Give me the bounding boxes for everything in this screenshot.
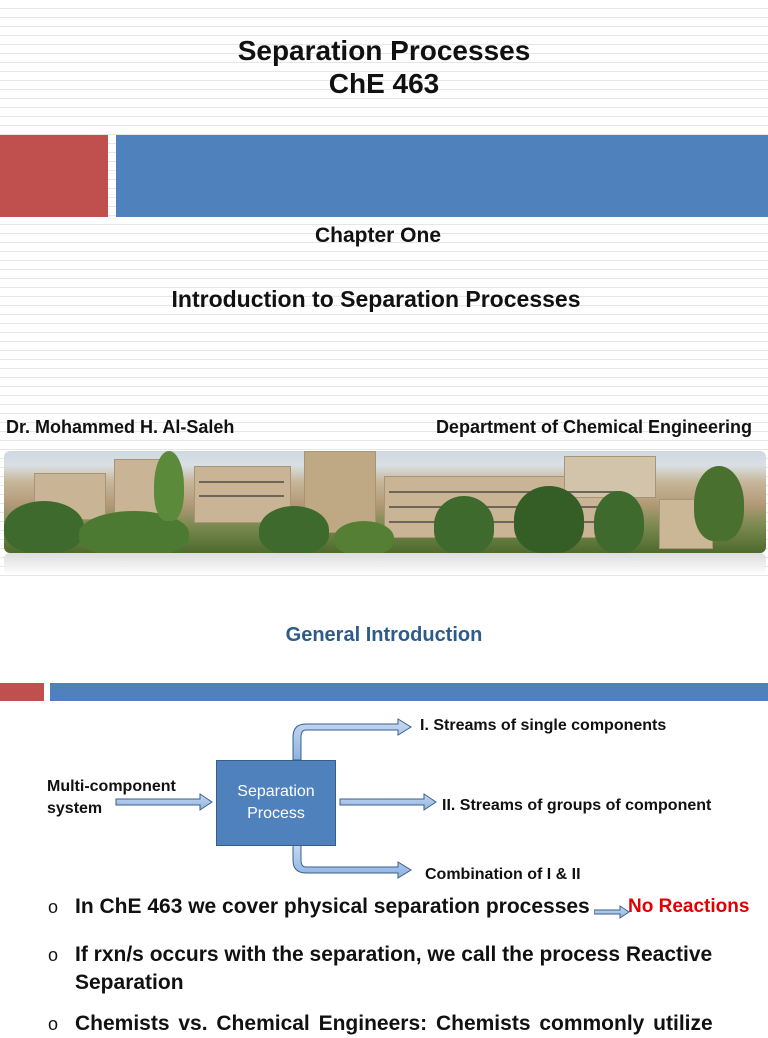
middle-output-arrow — [339, 793, 437, 811]
bullet-text: In ChE 463 we cover physical separation … — [75, 895, 590, 918]
slide-heading: General Introduction — [285, 624, 483, 646]
input-label: Multi-component system — [47, 776, 176, 820]
chapter-subtitle: Introduction to Separation Processes — [171, 286, 581, 312]
bottom-output-arrow — [292, 843, 412, 879]
output-groups: II. Streams of groups of component — [442, 797, 712, 814]
box-label-line1: Separation — [237, 783, 315, 800]
no-reactions-note: No Reactions — [628, 896, 750, 917]
author-name: Dr. Mohammed H. Al-Saleh — [6, 417, 235, 437]
input-arrow — [115, 793, 213, 811]
diagram-arrows — [115, 718, 437, 879]
bullet-marker: o — [48, 945, 59, 965]
box-label-line2: Process — [247, 805, 305, 822]
course-code: ChE 463 — [328, 68, 440, 99]
red-accent-bar — [0, 683, 44, 701]
title-slide: Separation Processes ChE 463 Chapter One… — [0, 0, 768, 580]
input-label-line1: Multi-component — [47, 778, 176, 795]
blue-accent-block — [116, 135, 768, 217]
separation-process-box: Separation Process — [216, 760, 336, 846]
department-name: Department of Chemical Engineering — [435, 417, 752, 437]
blue-accent-bar — [50, 683, 768, 701]
bullet-text: Chemists vs. Chemical Engineers: Chemist… — [75, 1012, 713, 1035]
input-label-line2: system — [47, 800, 103, 817]
content-slide: General Introduction Multi-component sys… — [0, 580, 768, 1035]
course-title: Separation Processes — [237, 35, 531, 66]
separation-diagram: Multi-component system Separation Proces… — [0, 710, 768, 890]
no-reactions-arrow — [594, 905, 630, 919]
bullet-text: If rxn/s occurs with the separation, we … — [75, 943, 713, 966]
top-output-arrow — [292, 718, 412, 761]
output-combination: Combination of I & II — [425, 866, 581, 883]
red-accent-block — [0, 135, 108, 217]
bullet-marker: o — [48, 897, 59, 917]
chapter-label: Chapter One — [314, 224, 442, 247]
bullet-text-continued: Separation — [75, 971, 184, 994]
bullet-marker: o — [48, 1014, 59, 1034]
output-single-components: I. Streams of single components — [420, 717, 667, 734]
campus-photo — [4, 451, 766, 553]
photo-reflection — [4, 553, 766, 575]
